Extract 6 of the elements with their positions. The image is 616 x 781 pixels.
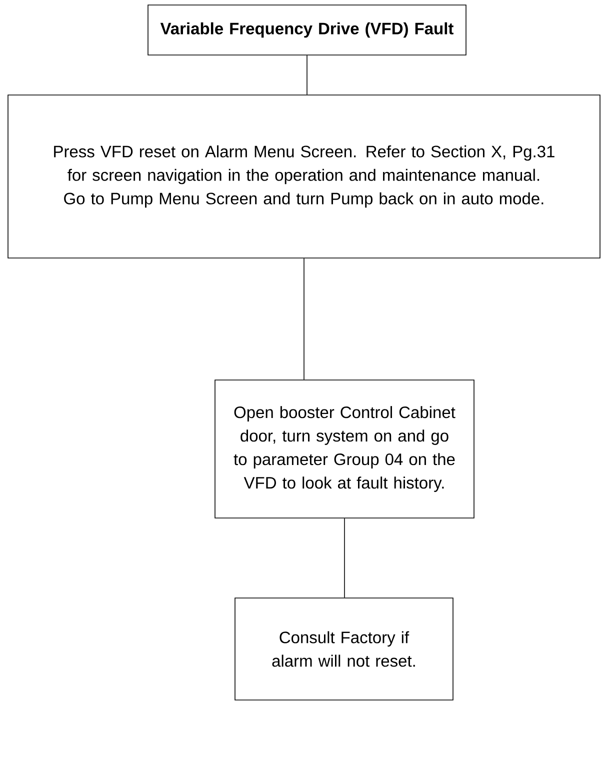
process-box: Variable Frequency Drive (VFD) Fault (148, 4, 466, 56)
process-box: Press VFD reset on Alarm Menu Screen. Refer to Section X, Pg.31 for screen navigation in the operation and maintenance manual. Go to Pump Menu Screen and turn Pump back on in auto mode. (8, 94, 600, 258)
process-box: Consult Factory if alarm will not reset. (234, 598, 454, 700)
connector-line (306, 55, 308, 95)
process-box: Open booster Control Cabinet door, turn system on and go to parameter Group 04 on the VFD to look at fault history. (214, 380, 474, 518)
connector-line (344, 518, 345, 598)
